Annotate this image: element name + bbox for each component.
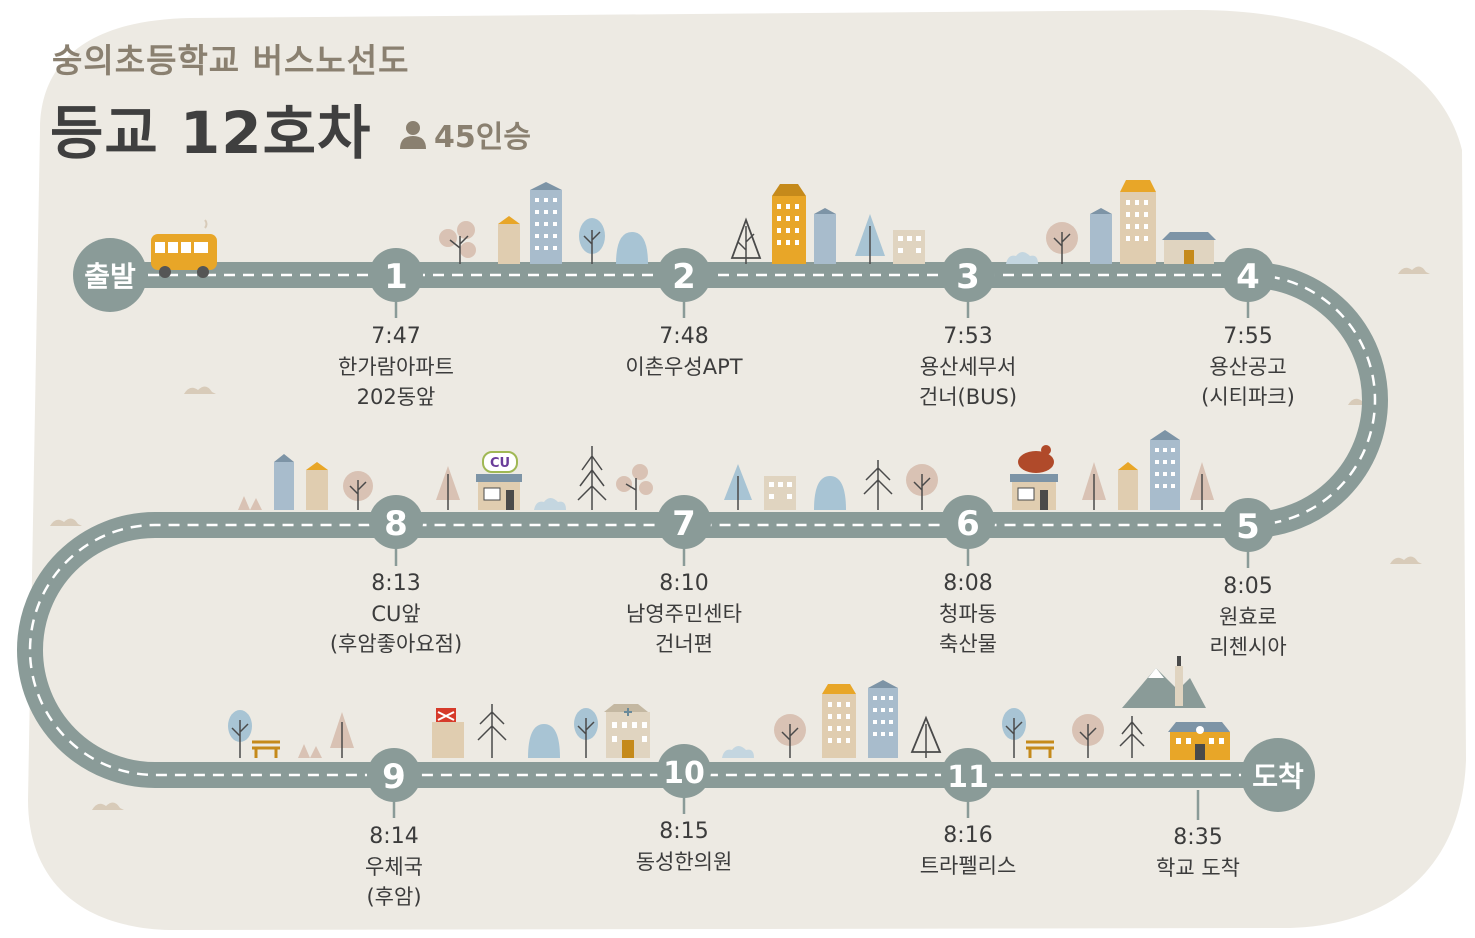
stop-name-detail: 리첸시아 bbox=[1209, 635, 1287, 659]
arrival-name: 학교 도착 bbox=[1156, 856, 1240, 880]
clinic-icon bbox=[604, 704, 650, 758]
stop-name: 우체국 bbox=[365, 855, 423, 879]
stop-time: 8:10 bbox=[659, 571, 709, 596]
stop-label-8: 8:13 CU앞 (후암좋아요점) bbox=[296, 569, 496, 659]
stop-node-10 bbox=[657, 744, 711, 798]
stop-name-detail: (후암좋아요점) bbox=[329, 632, 463, 656]
start-label: 출발 bbox=[84, 260, 136, 293]
scenery-row1 bbox=[151, 180, 1216, 278]
stop-label-1: 7:47 한가람아파트 202동앞 bbox=[296, 322, 496, 412]
start-node bbox=[73, 238, 147, 312]
stop-node-2 bbox=[657, 248, 711, 302]
stop-time: 8:13 bbox=[371, 571, 421, 596]
scenery-row2: CU bbox=[238, 430, 1214, 510]
stop-node-8 bbox=[369, 495, 423, 549]
person-icon bbox=[400, 121, 426, 149]
stop-node-4 bbox=[1221, 248, 1275, 302]
stop-label-2: 7:48 이촌우성APT bbox=[584, 322, 784, 382]
stop-number-3: 3 bbox=[956, 257, 980, 297]
stop-label-11: 8:16 트라펠리스 bbox=[868, 821, 1068, 881]
post-office-icon bbox=[432, 708, 464, 758]
stop-time: 7:48 bbox=[659, 324, 709, 349]
stop-name: 한가람아파트 bbox=[338, 355, 454, 379]
scenery-row3 bbox=[228, 656, 1230, 760]
stop-node-7 bbox=[657, 495, 711, 549]
stop-label-5: 8:05 원효로 리첸시아 bbox=[1148, 572, 1348, 662]
page-title: 등교 12호차 bbox=[50, 99, 372, 167]
stop-number-4: 4 bbox=[1236, 257, 1260, 297]
stop-label-6: 8:08 청파동 축산물 bbox=[868, 569, 1068, 659]
end-node bbox=[1241, 738, 1315, 812]
stop-name: 이촌우성APT bbox=[625, 355, 743, 379]
stop-number-10: 10 bbox=[663, 756, 705, 791]
stop-node-1 bbox=[369, 248, 423, 302]
stop-name: 청파동 bbox=[939, 602, 997, 626]
stop-label-3: 7:53 용산세무서 건너(BUS) bbox=[868, 322, 1068, 412]
stop-node-11 bbox=[941, 748, 995, 802]
stop-name: 동성한의원 bbox=[635, 850, 733, 874]
stop-node-6 bbox=[941, 495, 995, 549]
stop-time: 8:16 bbox=[943, 823, 993, 848]
stop-label-7: 8:10 남영주민센타 건너편 bbox=[584, 569, 784, 659]
stop-name: 남영주민센타 bbox=[626, 602, 742, 626]
stop-name: 트라펠리스 bbox=[919, 854, 1017, 878]
stop-name: 용산공고 bbox=[1209, 355, 1287, 379]
stop-name-detail: 건너편 bbox=[655, 632, 713, 656]
stop-label-4: 7:55 용산공고 (시티파크) bbox=[1148, 322, 1348, 412]
stop-number-6: 6 bbox=[956, 504, 980, 544]
stop-name-detail: 축산물 bbox=[939, 632, 997, 656]
stop-number-2: 2 bbox=[672, 257, 696, 297]
stop-node-9 bbox=[367, 748, 421, 802]
capacity-text: 45인승 bbox=[434, 120, 531, 155]
arrival-label: 8:35 학교 도착 bbox=[1098, 823, 1298, 883]
stop-label-10: 8:15 동성한의원 bbox=[584, 817, 784, 877]
chicken-shop-icon bbox=[1010, 445, 1058, 510]
arrival-time: 8:35 bbox=[1173, 825, 1223, 850]
stop-node-3 bbox=[941, 248, 995, 302]
stop-time: 8:15 bbox=[659, 819, 709, 844]
stop-name-detail: 202동앞 bbox=[356, 385, 436, 409]
stop-number-1: 1 bbox=[384, 257, 408, 297]
capacity-badge: 45인승 bbox=[398, 112, 531, 156]
stop-name-detail: (시티파크) bbox=[1201, 385, 1295, 409]
cu-store-icon: CU bbox=[476, 451, 522, 510]
mountain-icon bbox=[1122, 656, 1206, 708]
stop-time: 7:55 bbox=[1223, 324, 1273, 349]
stop-name-detail: (후암) bbox=[366, 885, 422, 909]
stop-time: 7:53 bbox=[943, 324, 993, 349]
stop-nodes: 1 2 3 4 5 6 7 8 9 10 11 bbox=[367, 248, 1275, 802]
stop-number-11: 11 bbox=[947, 760, 989, 795]
school-icon bbox=[1168, 722, 1230, 760]
stop-node-5 bbox=[1221, 498, 1275, 552]
stop-time: 8:14 bbox=[369, 824, 419, 849]
stop-name: CU앞 bbox=[371, 602, 421, 626]
stop-number-7: 7 bbox=[672, 504, 696, 544]
end-label: 도착 bbox=[1252, 760, 1304, 793]
bus-icon bbox=[151, 219, 217, 278]
stop-name: 원효로 bbox=[1219, 605, 1277, 629]
stop-label-9: 8:14 우체국 (후암) bbox=[294, 822, 494, 912]
stop-number-9: 9 bbox=[382, 757, 406, 797]
cu-sign-text: CU bbox=[490, 456, 510, 471]
stop-name-detail: 건너(BUS) bbox=[918, 385, 1018, 409]
stop-name: 용산세무서 bbox=[919, 355, 1017, 379]
stop-time: 7:47 bbox=[371, 324, 421, 349]
stop-time: 8:05 bbox=[1223, 574, 1273, 599]
stop-number-5: 5 bbox=[1236, 507, 1260, 547]
stop-time: 8:08 bbox=[943, 571, 993, 596]
page-subtitle: 숭의초등학교 버스노선도 bbox=[52, 41, 410, 80]
stop-number-8: 8 bbox=[384, 504, 408, 544]
stop-ticks bbox=[392, 300, 1250, 820]
